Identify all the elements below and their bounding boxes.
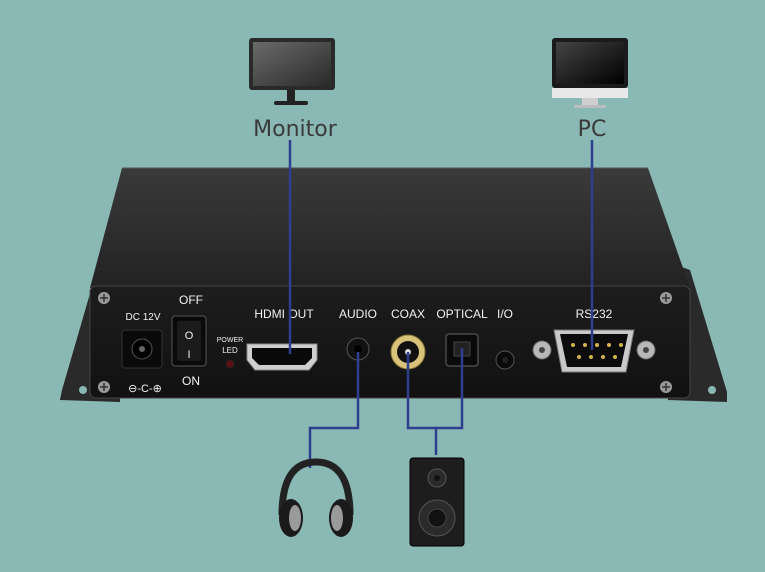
device-chassis [60, 167, 727, 402]
optical-label: OPTICAL [436, 307, 488, 321]
dc-label: DC 12V [125, 312, 160, 323]
switch-off-mark: O [185, 330, 194, 342]
io-port[interactable] [495, 350, 515, 370]
cable-coax-speaker [406, 352, 438, 455]
power-led [225, 359, 235, 369]
hdmi-label: HDMI OUT [254, 307, 314, 321]
headphones-icon [278, 458, 354, 537]
power-led-label-2: LED [222, 346, 238, 355]
coax-label: COAX [391, 307, 425, 321]
monitor-icon [249, 38, 335, 105]
switch-on-mark: I [187, 349, 190, 361]
on-label: ON [182, 374, 200, 388]
rs232-port[interactable] [532, 329, 656, 373]
power-switch[interactable]: O I [171, 315, 207, 367]
cable-optical-speaker [436, 348, 464, 430]
desktop-pc-icon [552, 38, 628, 108]
hdmi-port[interactable] [246, 343, 318, 371]
speaker-icon [409, 457, 465, 547]
polarity-symbol: ⊖-C-⊕ [128, 383, 162, 395]
rs232-label: RS232 [576, 307, 613, 321]
pc-label: PC [578, 117, 607, 142]
io-label: I/O [497, 307, 513, 321]
cables [288, 140, 594, 468]
dc-power-jack[interactable] [121, 329, 163, 369]
audio-label: AUDIO [339, 307, 377, 321]
power-led-label-1: POWER [217, 337, 243, 344]
monitor-label: Monitor [253, 117, 338, 142]
off-label: OFF [179, 293, 203, 307]
cable-audio-headphones [308, 352, 360, 468]
